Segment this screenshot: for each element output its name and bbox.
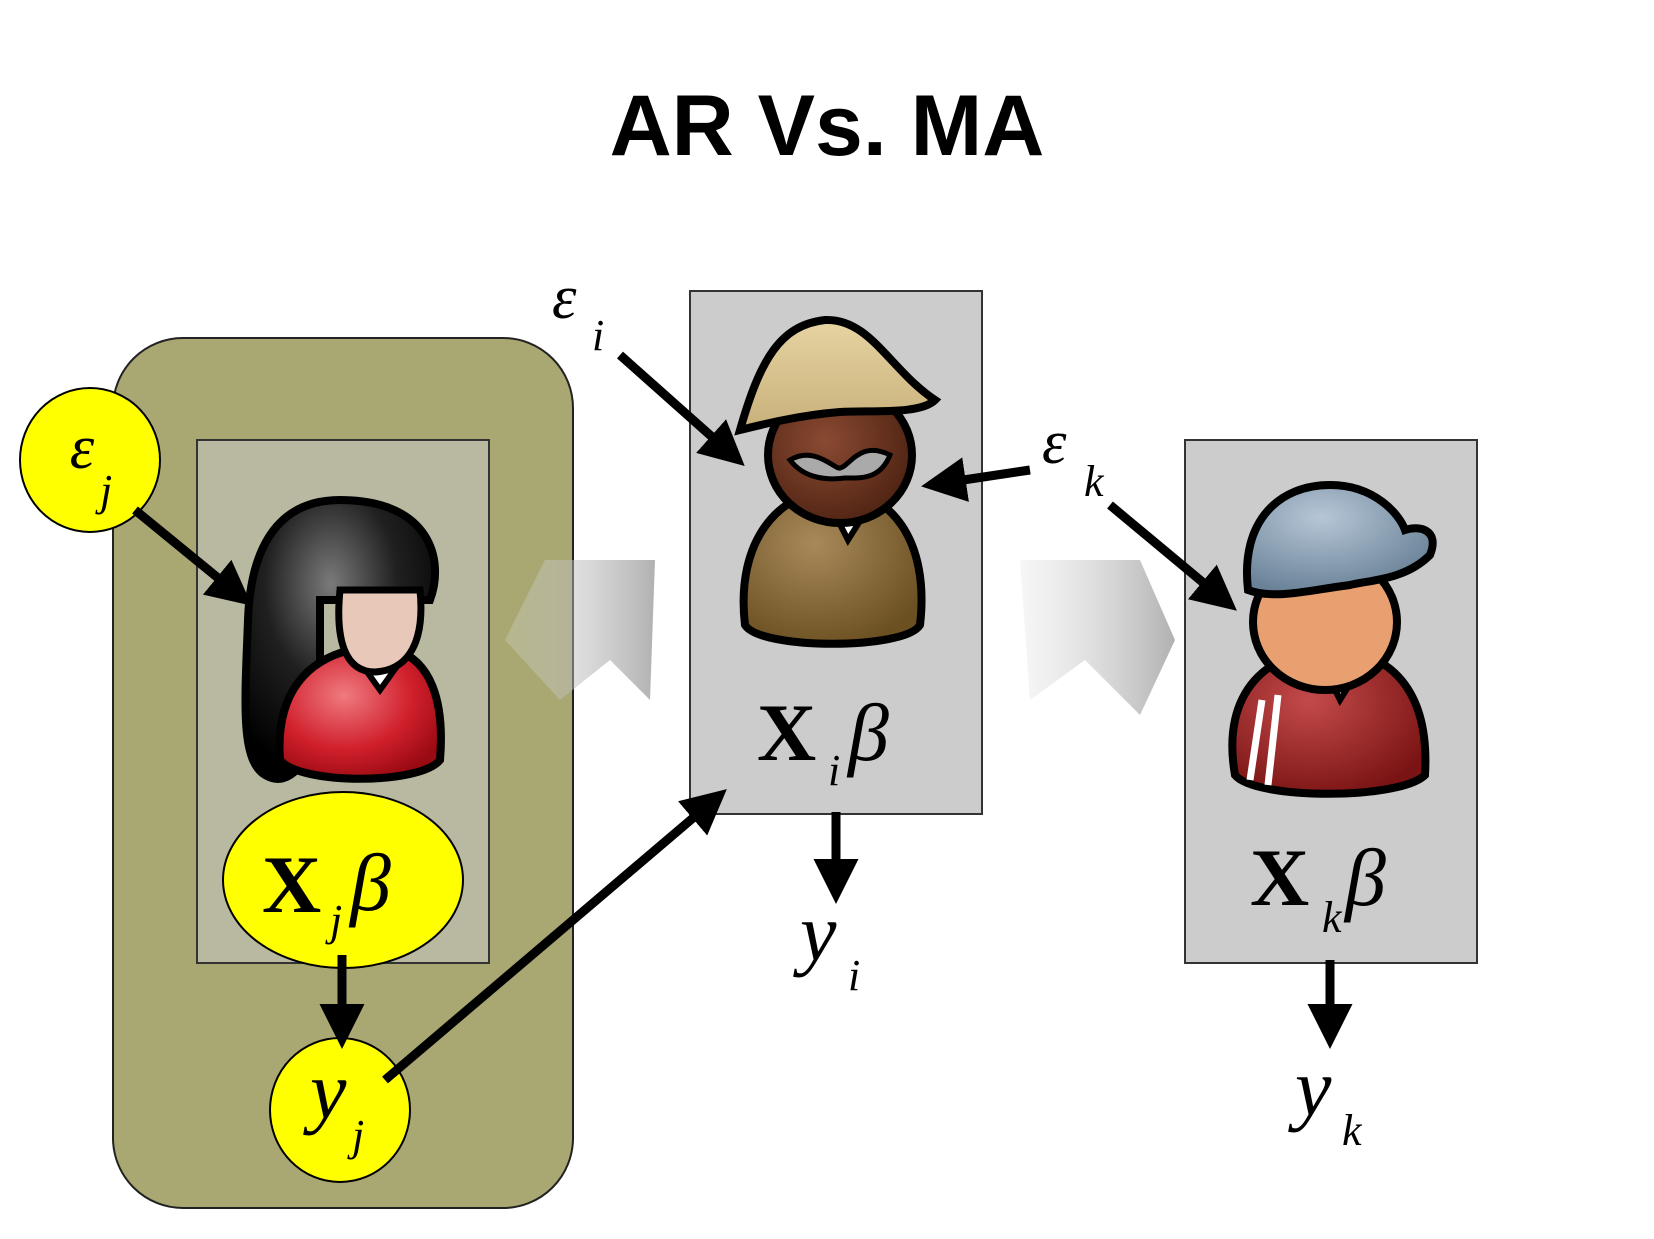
epsilon-i-subscript: i xyxy=(592,311,604,360)
arrow-epsilon-k-to-man-hat xyxy=(921,457,1031,502)
epsilon-i-symbol: ε xyxy=(552,264,577,332)
yk-subscript: k xyxy=(1342,1106,1363,1155)
epsilon-k-symbol: ε xyxy=(1042,409,1067,477)
xj-beta-symbol: β xyxy=(348,837,391,928)
diagram-title: AR Vs. MA xyxy=(610,78,1045,174)
arrow-epsilon-j-to-woman xyxy=(132,506,252,606)
faded-arrow-i-to-j xyxy=(505,560,655,700)
epsilon-j-symbol: ε xyxy=(70,414,95,482)
xk-subscript: k xyxy=(1322,893,1343,942)
man-cap-avatar-icon xyxy=(1228,480,1437,798)
xj-beta-node xyxy=(222,791,464,969)
man-hat-avatar-icon xyxy=(734,315,942,648)
arrow-epsilon-k-to-man-cap xyxy=(1107,501,1237,611)
yj-subscript: j xyxy=(347,1111,364,1160)
xi-subscript: i xyxy=(828,746,840,795)
faded-arrow-k-to-i xyxy=(1020,560,1175,715)
epsilon-j-node xyxy=(19,387,161,533)
woman-avatar-icon xyxy=(241,495,445,783)
xk-x-symbol: X xyxy=(1250,832,1309,923)
xk-beta-symbol: β xyxy=(1343,832,1386,923)
arrow-epsilon-i-to-man-hat xyxy=(617,351,745,466)
xj-subscript: j xyxy=(325,896,342,945)
xi-beta-symbol: β xyxy=(846,687,889,778)
arrow-yj-to-xi xyxy=(382,789,727,1084)
yi-subscript: i xyxy=(848,951,860,1000)
xi-x-symbol: X xyxy=(757,687,816,778)
yj-y-symbol: y xyxy=(303,1045,347,1136)
epsilon-k-subscript: k xyxy=(1084,457,1105,506)
xj-x-symbol: X xyxy=(262,839,321,930)
epsilon-j-subscript: j xyxy=(95,466,112,515)
yk-y-symbol: y xyxy=(1288,1042,1332,1133)
yi-y-symbol: y xyxy=(793,887,837,978)
